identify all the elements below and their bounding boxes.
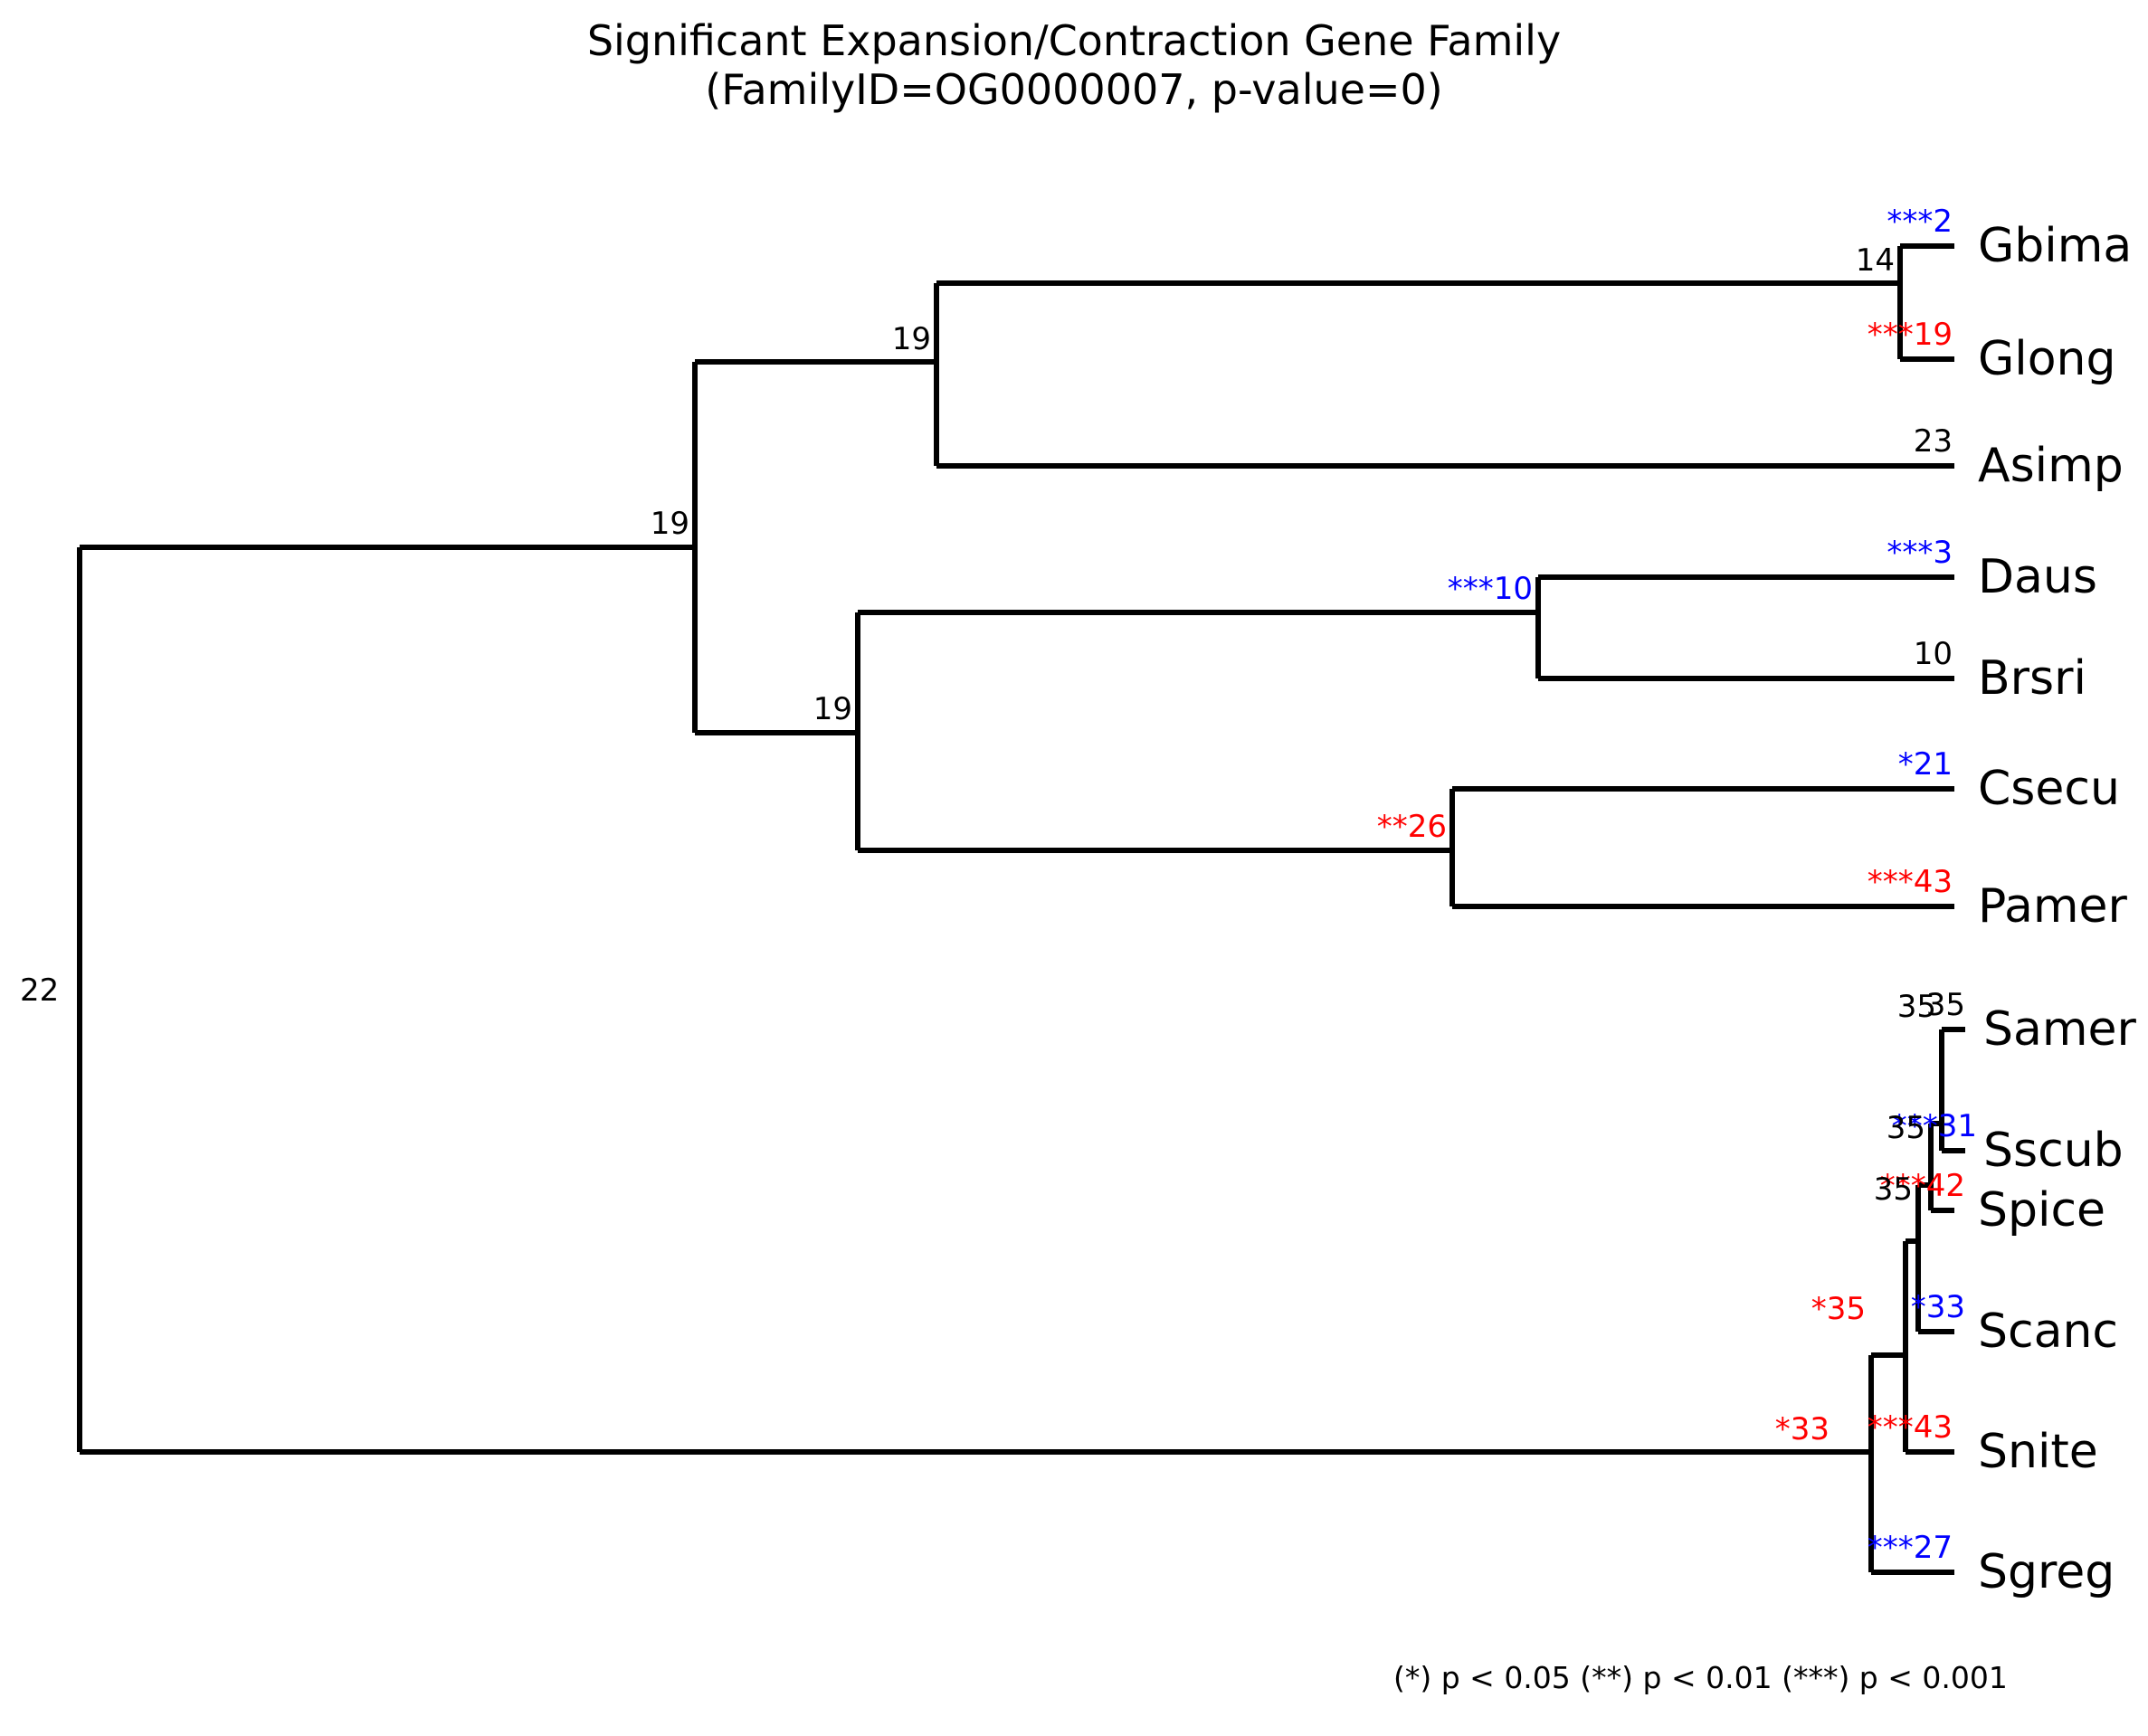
tip-label-csecu: Csecu — [1978, 762, 2120, 816]
node-count-root: 22 — [20, 972, 60, 1009]
tip-label-sgreg: Sgreg — [1978, 1545, 2115, 1599]
tip-count-csecu: *21 — [1897, 746, 1953, 783]
tip-count-snite: ***43 — [1867, 1409, 1953, 1446]
node-count-sscub-spice: 35 — [1886, 1110, 1925, 1146]
node-count-csecu-pamer: **26 — [1376, 809, 1447, 845]
tip-label-gbima: Gbima — [1978, 219, 2133, 273]
significance-legend: (*) p < 0.05 (**) p < 0.01 (***) p < 0.0… — [1393, 1660, 2008, 1695]
tip-count-brsri: 10 — [1913, 636, 1953, 672]
tip-label-sscub: Sscub — [1983, 1124, 2124, 1178]
node-count-upper-clade: 19 — [650, 506, 689, 542]
tip-count-glong: ***19 — [1867, 317, 1953, 353]
node-count-snite-sgreg: *33 — [1774, 1411, 1830, 1447]
tip-label-samer: Samer — [1983, 1002, 2136, 1057]
tip-label-pamer: Pamer — [1978, 879, 2127, 934]
tip-count-sscub: ***31 — [1891, 1108, 1977, 1144]
tip-label-glong: Glong — [1978, 332, 2116, 386]
page-title: Significant Expansion/Contraction Gene F… — [586, 16, 1562, 115]
tip-label-scanc: Scanc — [1978, 1304, 2119, 1359]
tip-count-spice: ***42 — [1879, 1168, 1965, 1204]
tip-count-gbima: ***2 — [1887, 204, 1953, 240]
node-count-scanc-snite: *35 — [1811, 1291, 1866, 1327]
tip-count-pamer: ***43 — [1867, 864, 1953, 900]
tip-label-spice: Spice — [1978, 1183, 2106, 1238]
node-count-samer-sscub: 35 — [1896, 989, 1936, 1025]
node-count-spice-scanc: 35 — [1873, 1172, 1913, 1208]
tip-count-asimp: 23 — [1913, 423, 1953, 460]
tip-count-sgreg: ***27 — [1867, 1530, 1953, 1566]
tip-count-daus: ***3 — [1887, 535, 1953, 571]
tip-label-asimp: Asimp — [1978, 439, 2124, 493]
node-count-gga-clade: 19 — [891, 321, 931, 357]
node-count-gbima-glong: 14 — [1855, 242, 1895, 279]
tip-label-daus: Daus — [1978, 550, 2097, 604]
tip-count-samer: 35 — [1925, 987, 1965, 1023]
tip-count-scanc: *33 — [1910, 1289, 1965, 1325]
tip-label-brsri: Brsri — [1978, 651, 2086, 706]
node-count-daus-brsri: ***10 — [1447, 571, 1533, 607]
node-count-dbcp-clade: 19 — [813, 691, 852, 727]
tip-label-snite: Snite — [1978, 1425, 2098, 1479]
